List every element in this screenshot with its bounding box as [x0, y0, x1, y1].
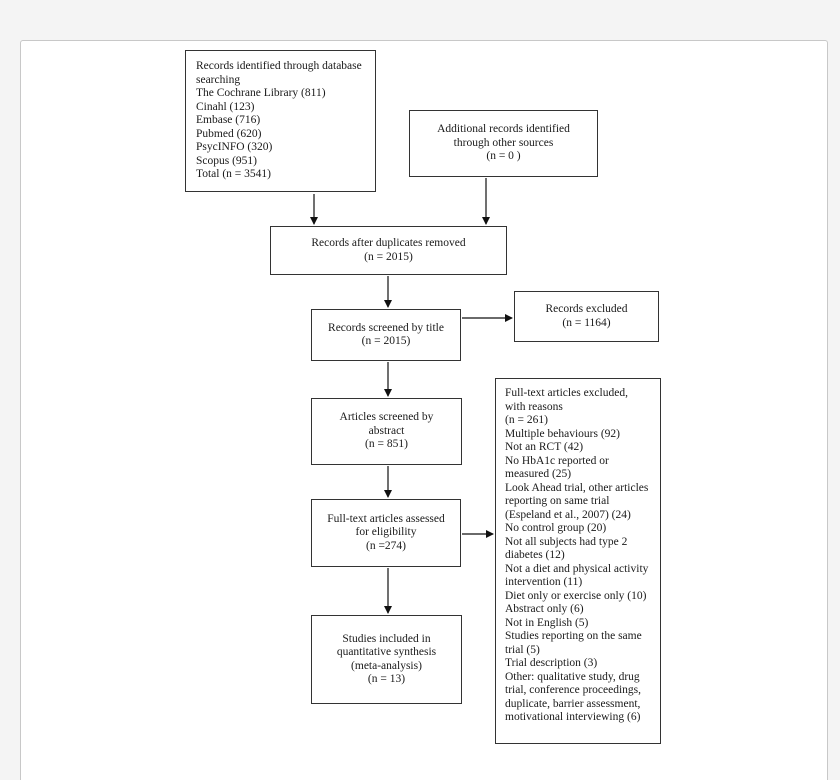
box-screened-title-text: Records screened by title(n = 2015)	[312, 322, 460, 349]
text-line: reporting on same trial	[505, 495, 610, 507]
text-line: trial (5)	[505, 643, 540, 656]
text-line: searching	[196, 73, 241, 86]
text-line: Other: qualitative study, drug	[505, 670, 640, 683]
text-line: trial, conference proceedings,	[505, 684, 642, 696]
text-line: Additional records identified	[437, 123, 570, 136]
text-line: (n = 261)	[505, 414, 548, 426]
text-line: Studies reporting on the same	[505, 630, 642, 642]
text-line: intervention (11)	[505, 576, 583, 588]
text-line: quantitative synthesis	[336, 646, 437, 658]
text-line: with reasons	[505, 400, 563, 413]
text-line: abstract	[368, 424, 405, 437]
text-line: Trial description (3)	[505, 657, 598, 669]
text-line: Records identified through database	[196, 60, 362, 72]
box-fulltext-excluded-text: Full-text articles excluded,with reasons…	[505, 387, 654, 725]
text-line: Full-text articles assessed	[327, 512, 445, 525]
text-line: Embase (716)	[196, 114, 261, 126]
box-screened-title: Records screened by title(n = 2015)	[311, 309, 461, 361]
text-line: Not in English (5)	[505, 616, 589, 629]
text-line: through other sources	[453, 136, 554, 149]
text-line: Pubmed (620)	[196, 127, 262, 140]
text-line: Not a diet and physical activity	[505, 562, 649, 575]
text-line: Cinahl (123)	[196, 100, 255, 113]
text-line: Not all subjects had type 2	[505, 535, 628, 548]
text-line: Multiple behaviours (92)	[505, 427, 620, 440]
text-line: diabetes (12)	[505, 549, 565, 561]
text-line: Not an RCT (42)	[505, 441, 584, 453]
text-line: Diet only or exercise only (10)	[505, 589, 647, 602]
text-line: (n = 851)	[365, 438, 408, 451]
text-line: The Cochrane Library (811)	[196, 87, 326, 99]
text-line: (meta-analysis)	[351, 659, 422, 672]
text-line: Records excluded	[545, 303, 628, 315]
text-line: Records screened by title	[328, 321, 444, 334]
text-line: No HbA1c reported or	[505, 454, 609, 467]
text-line: Articles screened by	[339, 411, 434, 424]
text-line: (n = 13)	[367, 673, 406, 685]
box-records-excluded-text: Records excluded(n = 1164)	[515, 303, 658, 330]
text-line: measured (25)	[505, 468, 572, 480]
box-records-excluded: Records excluded(n = 1164)	[514, 291, 659, 342]
text-line: No control group (20)	[505, 522, 607, 534]
text-line: Full-text articles excluded,	[505, 387, 628, 399]
text-line: for eligibility	[355, 526, 417, 539]
text-line: (n = 1164)	[562, 316, 611, 329]
text-line: duplicate, barrier assessment,	[505, 697, 641, 710]
box-duplicates-removed-text: Records after duplicates removed(n = 201…	[271, 237, 506, 264]
text-line: Look Ahead trial, other articles	[505, 481, 649, 494]
text-line: PsycINFO (320)	[196, 141, 273, 153]
text-line: Studies included in	[342, 632, 431, 645]
text-line: Records after duplicates removed	[311, 237, 466, 249]
text-line: (n =274)	[365, 539, 407, 552]
text-line: (Espeland et al., 2007) (24)	[505, 508, 631, 521]
box-duplicates-removed: Records after duplicates removed(n = 201…	[270, 226, 507, 275]
box-fulltext-excluded: Full-text articles excluded,with reasons…	[495, 378, 661, 744]
text-line: motivational interviewing (6)	[505, 711, 641, 723]
text-line: Abstract only (6)	[505, 603, 584, 615]
text-line: Total (n = 3541)	[196, 168, 271, 180]
text-line: (n = 0 )	[486, 150, 521, 163]
text-line: (n = 2015)	[361, 335, 411, 347]
text-line: Scopus (951)	[196, 154, 258, 167]
text-line: (n = 2015)	[364, 250, 413, 263]
